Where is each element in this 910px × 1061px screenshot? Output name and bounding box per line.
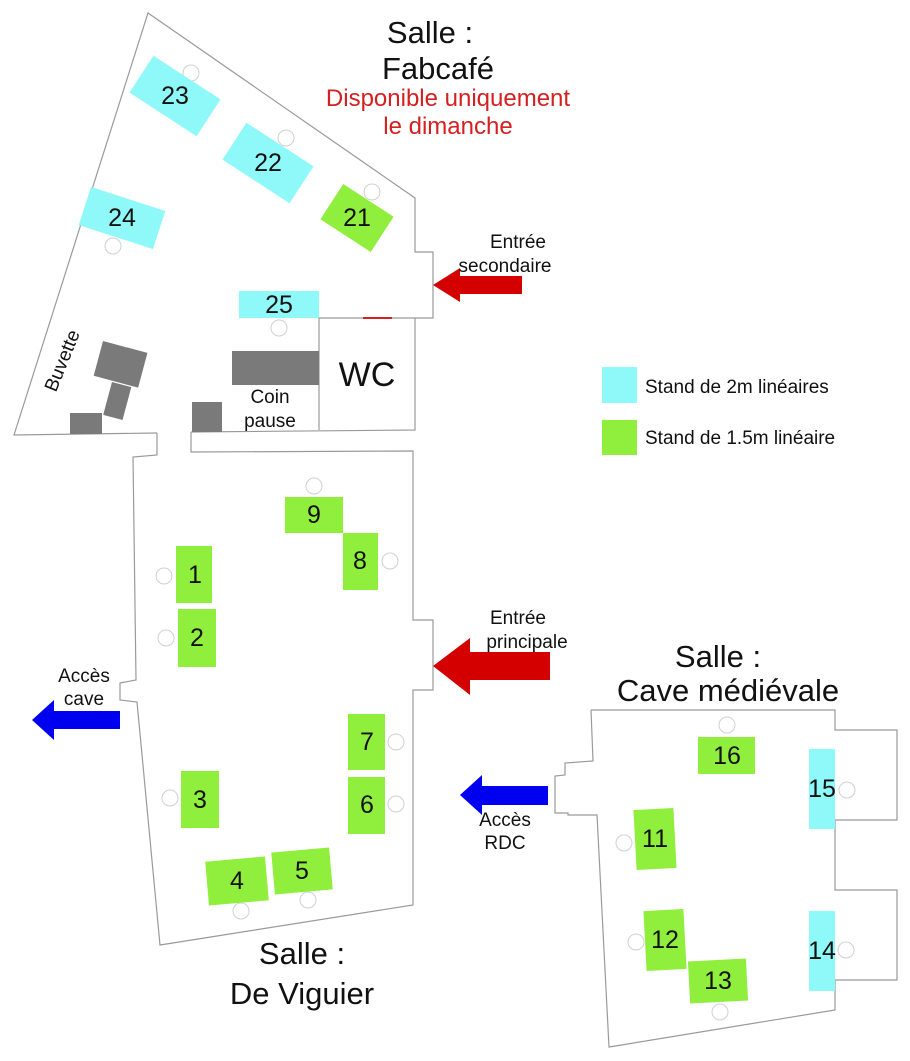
stand-number: 25 [265,291,293,319]
cave-access-arrow-icon [32,700,120,740]
stand-number: 1 [188,561,202,589]
stand-2[interactable]: 2 [178,609,216,667]
buvette-counter [103,382,132,421]
stand-6[interactable]: 6 [348,777,385,834]
stand-14[interactable]: 14 [808,911,836,991]
stand-number: 23 [161,82,189,110]
legend-label-2m: Stand de 2m linéaires [645,377,829,398]
fabcafe-availability-note-line2: le dimanche [383,113,512,140]
cave-access-label-line1: Accès [58,666,110,687]
wc-label: WC [339,356,396,394]
stand-25[interactable]: 25 [239,291,319,319]
secondary-entrance-label-line2: secondaire [459,256,552,277]
stand-number: 21 [343,204,371,232]
stand-number: 24 [108,204,136,232]
coin-pause-label-line2: pause [244,411,296,432]
stand-number: 4 [230,867,244,895]
main-entrance-label-line2: principale [486,632,567,653]
stand-number: 8 [353,547,367,575]
stand-11[interactable]: 11 [633,807,677,871]
stand-16[interactable]: 16 [698,737,755,774]
stand-15[interactable]: 15 [808,749,836,829]
fabcafe-title-line1: Salle : [387,15,473,50]
stand-number: 2 [190,624,204,652]
coin-pause-label-line1: Coin [250,387,289,408]
stand-5[interactable]: 5 [271,847,333,895]
viguier-title-line2: De Viguier [230,976,374,1011]
stand-13[interactable]: 13 [687,958,749,1004]
viguier-title-line1: Salle : [259,936,345,971]
legend-swatch-1-5m [602,420,637,455]
stand-3[interactable]: 3 [181,771,219,828]
buvette-label: Buvette [41,327,85,395]
stand-number: 14 [808,937,836,965]
stand-8[interactable]: 8 [343,533,378,590]
stand-9[interactable]: 9 [285,497,343,533]
furniture [70,341,319,434]
stand-number: 16 [713,742,741,770]
cave-title-line2: Cave médiévale [617,673,839,708]
stand-number: 3 [193,786,207,814]
main-entrance-arrow-icon [433,638,550,695]
stand-4[interactable]: 4 [205,856,269,906]
stand-23[interactable]: 23 [129,55,221,137]
stand-number: 9 [307,501,321,529]
fabcafe-availability-note-line1: Disponible uniquement [326,85,570,112]
legend-swatch-2m [602,367,637,403]
stand-22[interactable]: 22 [222,122,314,204]
stand-number: 13 [704,967,732,995]
stand-number: 22 [254,149,282,177]
fabcafe-title-line2: Fabcafé [382,51,494,86]
stand-24[interactable]: 24 [78,186,166,250]
stand-number: 15 [808,775,836,803]
cave-title-line1: Salle : [675,639,761,674]
rdc-access-arrow-icon [460,775,548,815]
rdc-access-label-line1: Accès [479,810,531,831]
stand-number: 12 [651,926,679,954]
stand-number: 5 [295,857,309,885]
pause-table [232,351,319,385]
rdc-access-label-line2: RDC [484,833,525,854]
legend-label-1-5m: Stand de 1.5m linéaire [645,428,835,449]
buvette-counter [93,341,148,388]
legend: Stand de 2m linéaires Stand de 1.5m liné… [602,367,835,455]
secondary-entrance-label-line1: Entrée [490,232,546,253]
room-cave-walls [554,709,898,1048]
cave-access-label-line2: cave [64,689,104,710]
stand-number: 6 [360,791,374,819]
main-entrance-label-line1: Entrée [490,608,546,629]
stand-7[interactable]: 7 [348,714,385,770]
pause-table [192,402,222,432]
chairs [104,64,856,1021]
room-viguier-walls [119,432,434,946]
stand-1[interactable]: 1 [176,546,212,603]
stand-number: 11 [642,825,668,853]
buvette-counter [70,413,102,434]
stand-21[interactable]: 21 [320,184,394,252]
stand-12[interactable]: 12 [643,908,687,972]
secondary-entrance-arrow-icon [433,268,522,302]
stand-number: 7 [360,728,374,756]
